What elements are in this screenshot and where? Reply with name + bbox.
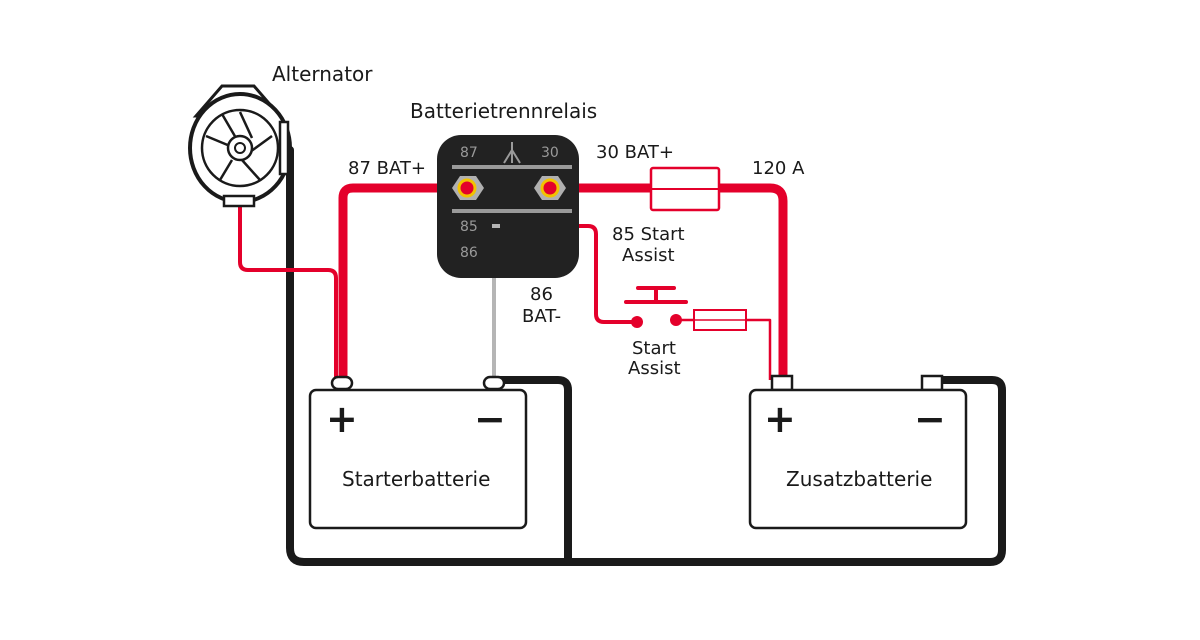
label-85-start-line1: 85 Start <box>612 224 685 245</box>
switch-contact-right <box>670 314 682 326</box>
thin-red-wires <box>238 198 638 382</box>
starter-plus-sign: + <box>326 397 358 441</box>
relay-terminal-87: 87 <box>460 145 478 161</box>
wire-87-to-starter-plus <box>338 183 467 387</box>
relay-contact-symbol <box>503 142 521 164</box>
starter-battery-ground-wire <box>496 376 572 564</box>
starter-battery-case <box>308 388 528 530</box>
starter-plus-post <box>330 375 354 391</box>
start-assist-switch <box>624 286 688 328</box>
terminal-87-stud <box>457 178 477 198</box>
starter-battery-name: Starterbatterie <box>342 467 490 491</box>
positive-wires <box>338 183 788 387</box>
relay-title: Batterietrennrelais <box>410 99 597 123</box>
auxiliary-minus-post <box>920 374 944 392</box>
auxiliary-plus-sign: + <box>764 397 796 441</box>
label-86-line2: BAT- <box>522 306 561 327</box>
auxiliary-battery-case <box>748 388 968 530</box>
relay-body <box>437 135 579 278</box>
label-switch-line2: Assist <box>628 358 681 379</box>
switch-contact-left <box>631 316 643 328</box>
auxiliary-plus-post <box>770 374 794 392</box>
relay-terminal-85: 85 <box>460 219 478 235</box>
starter-battery <box>308 375 528 530</box>
auxiliary-battery-name: Zusatzbatterie <box>786 467 932 491</box>
label-87-bat-plus: 87 BAT+ <box>348 158 426 179</box>
wire-30-to-auxiliary-plus <box>550 183 788 383</box>
starter-minus-post <box>482 375 506 391</box>
alternator-ground-wire <box>286 146 1006 566</box>
label-86-line1: 86 <box>530 284 553 305</box>
label-30-bat-plus: 30 BAT+ <box>596 142 674 163</box>
alternator-label: Alternator <box>272 62 373 86</box>
terminal-30-stud <box>540 178 560 198</box>
label-switch-line1: Start <box>632 338 676 359</box>
alternator-output-wire <box>238 198 338 382</box>
relay-terminal-86: 86 <box>460 245 478 261</box>
auxiliary-battery <box>748 374 968 530</box>
wire-85-to-switch <box>490 224 638 324</box>
starter-minus-sign: − <box>474 397 506 441</box>
auxiliary-minus-sign: − <box>914 397 946 441</box>
label-85-start-line2: Assist <box>622 245 675 266</box>
ground-wires <box>286 146 1006 566</box>
alternator-icon <box>188 84 292 208</box>
relay-terminal-30: 30 <box>541 145 559 161</box>
label-fuse-rating: 120 A <box>752 158 805 179</box>
